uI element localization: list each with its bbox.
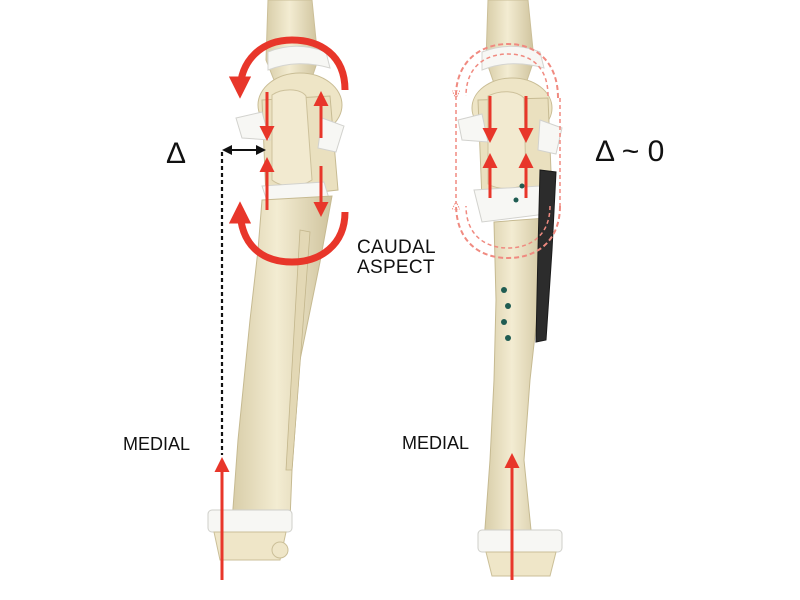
right-screw [505,303,511,309]
right-ankle [485,551,557,577]
left-knee-ligament-lateral [317,117,345,153]
right-dashed-rotation-top [456,42,559,98]
right-tibia [483,217,547,543]
right-patella [487,91,527,189]
right-screw [501,319,507,325]
right-screw [505,335,511,341]
right-ankle-strap [477,529,563,553]
right-dashed-rotation-top-inner [465,53,549,97]
right-dashed-rotation-bottom-inner [465,205,551,249]
caudal-label-line2: ASPECT [357,256,435,278]
left-fibula [285,229,311,471]
delta-label-left: Δ [166,137,187,170]
right-screw [513,197,519,203]
right-knee-ligament-lateral [537,119,563,155]
right-knee-ligament-lower [473,185,547,223]
left-rotation-arrow-top [228,36,349,99]
right-bone-plate [535,169,557,343]
right-femur-ligament [481,45,545,71]
right-screw [519,183,525,189]
right-screw [501,287,507,293]
medial-label-right: MEDIAL [402,433,470,453]
right-leg-model [456,0,563,580]
caudal-aspect-label: CAUDAL ASPECT [357,238,436,278]
delta-label-right: Δ ~ 0 [595,135,665,168]
left-ankle [213,531,287,561]
left-patella [271,89,313,187]
left-rotation-arrow-bottom [228,201,349,266]
medial-label-left: MEDIAL [123,434,191,454]
left-femur-ligament [267,45,331,71]
right-dashed-rotation-bottom [456,204,561,260]
caudal-label-line1: CAUDAL [357,237,436,258]
left-leg-model [207,0,349,580]
